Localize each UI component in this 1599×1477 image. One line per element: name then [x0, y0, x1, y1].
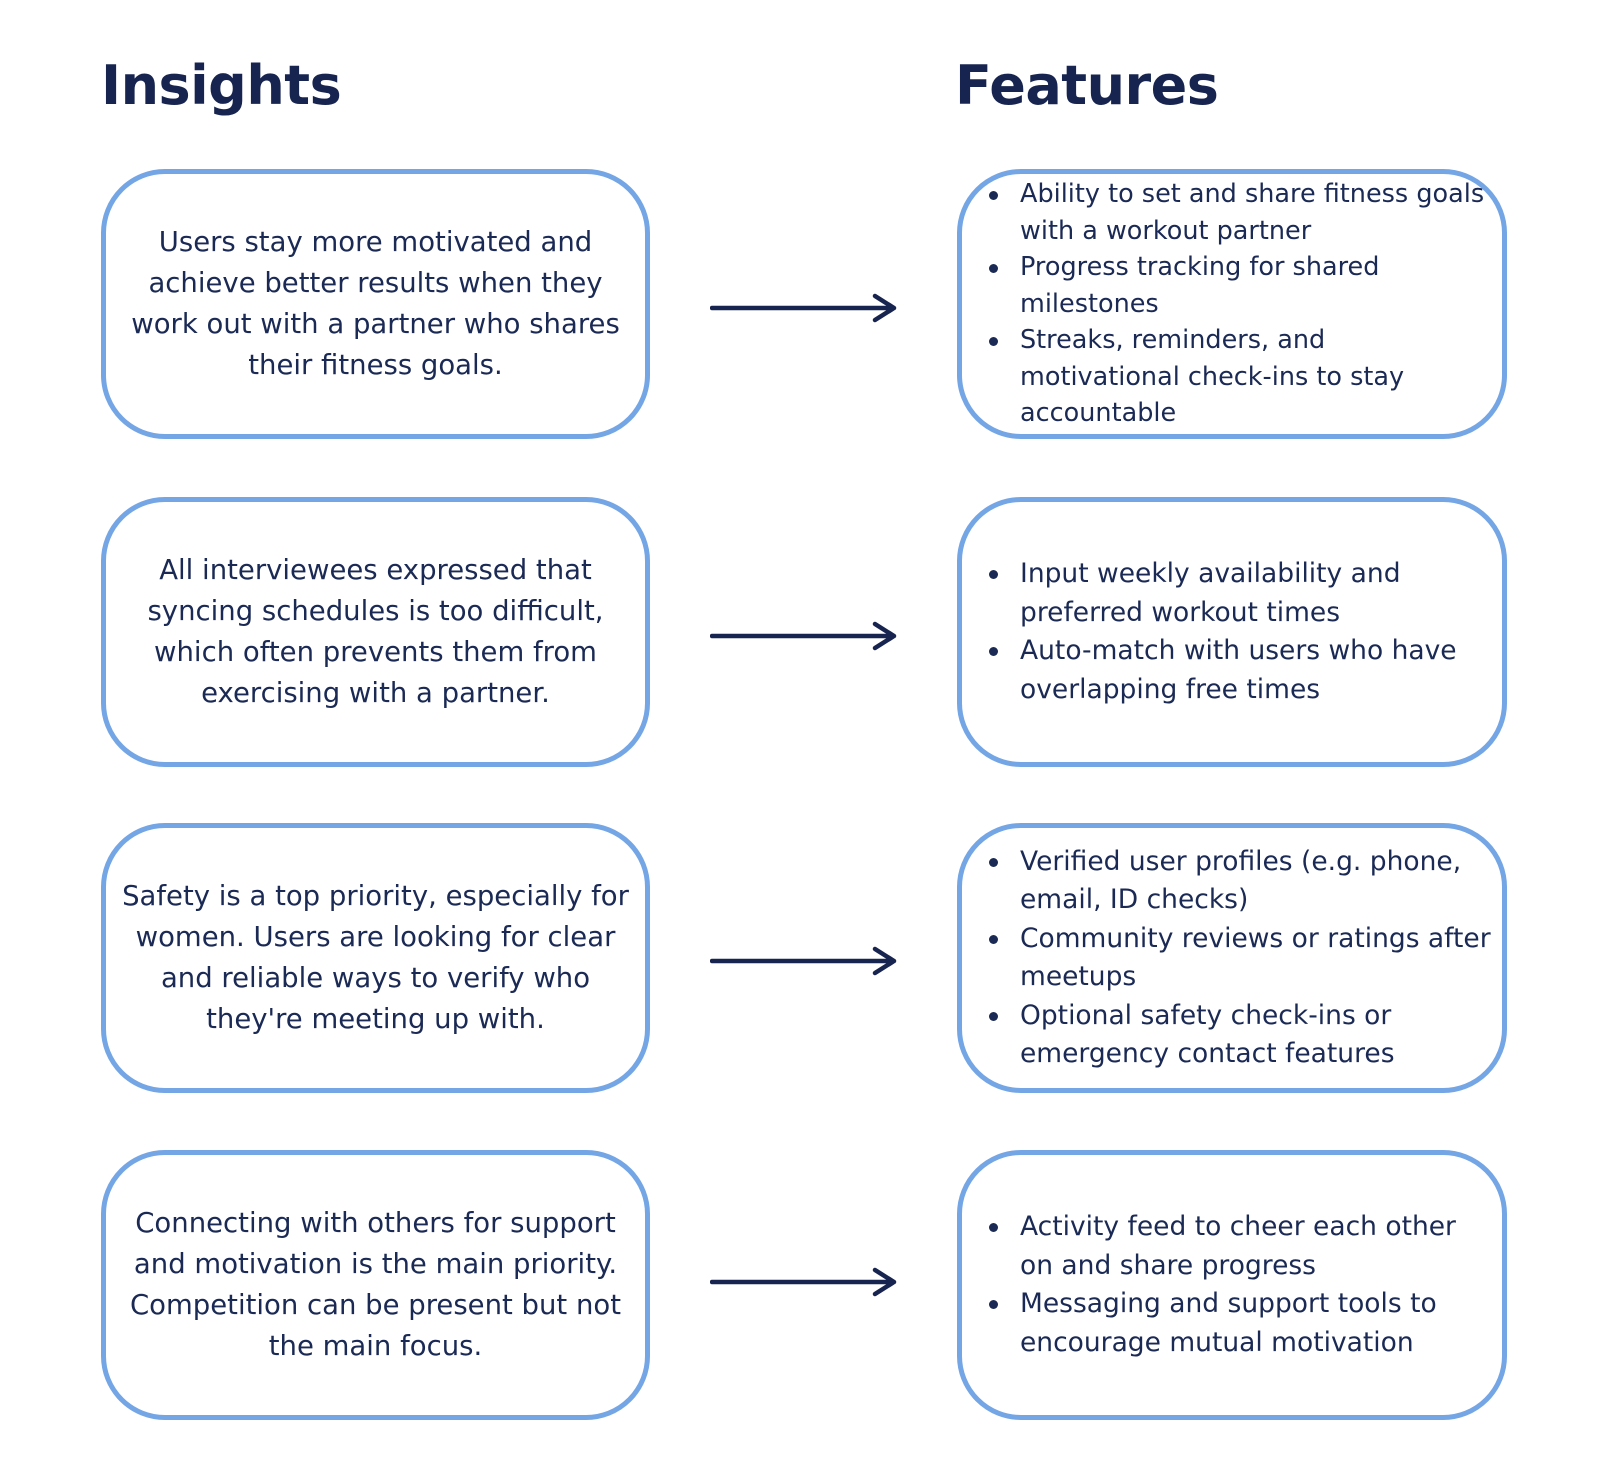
insight-text-3: Safety is a top priority, especially for… [122, 880, 629, 1035]
insight-box-3: Safety is a top priority, especially for… [101, 823, 650, 1093]
feature-item: Activity feed to cheer each other on and… [989, 1208, 1492, 1285]
feature-item: Progress tracking for shared milestones [989, 249, 1492, 322]
insights-heading: Insights [101, 54, 342, 117]
insight-box-1: Users stay more motivated and achieve be… [101, 169, 650, 439]
features-heading: Features [955, 54, 1219, 117]
insight-box-2: All interviewees expressed that syncing … [101, 497, 650, 767]
feature-box-2: Input weekly availability and preferred … [957, 497, 1507, 767]
feature-item: Streaks, reminders, and motivational che… [989, 322, 1492, 432]
insight-text-2: All interviewees expressed that syncing … [147, 554, 604, 709]
feature-item: Verified user profiles (e.g. phone, emai… [989, 843, 1492, 920]
feature-item: Input weekly availability and preferred … [989, 555, 1492, 632]
arrow-right-icon [710, 1267, 897, 1297]
feature-list-4: Activity feed to cheer each other on and… [962, 1208, 1502, 1362]
insight-box-4: Connecting with others for support and m… [101, 1150, 650, 1420]
feature-item: Optional safety check-ins or emergency c… [989, 997, 1492, 1074]
feature-list-1: Ability to set and share fitness goals w… [962, 176, 1502, 432]
feature-box-3: Verified user profiles (e.g. phone, emai… [957, 823, 1507, 1093]
feature-list-2: Input weekly availability and preferred … [962, 555, 1502, 709]
arrow-right-icon [710, 946, 897, 976]
arrow-right-icon [710, 293, 897, 323]
feature-box-1: Ability to set and share fitness goals w… [957, 169, 1507, 439]
feature-list-3: Verified user profiles (e.g. phone, emai… [962, 843, 1502, 1074]
feature-item: Messaging and support tools to encourage… [989, 1285, 1492, 1362]
insight-text-1: Users stay more motivated and achieve be… [131, 226, 620, 381]
feature-box-4: Activity feed to cheer each other on and… [957, 1150, 1507, 1420]
insight-text-4: Connecting with others for support and m… [129, 1207, 621, 1362]
arrow-right-icon [710, 621, 897, 651]
feature-item: Community reviews or ratings after meetu… [989, 920, 1492, 997]
feature-item: Ability to set and share fitness goals w… [989, 176, 1492, 249]
feature-item: Auto-match with users who have overlappi… [989, 632, 1492, 709]
